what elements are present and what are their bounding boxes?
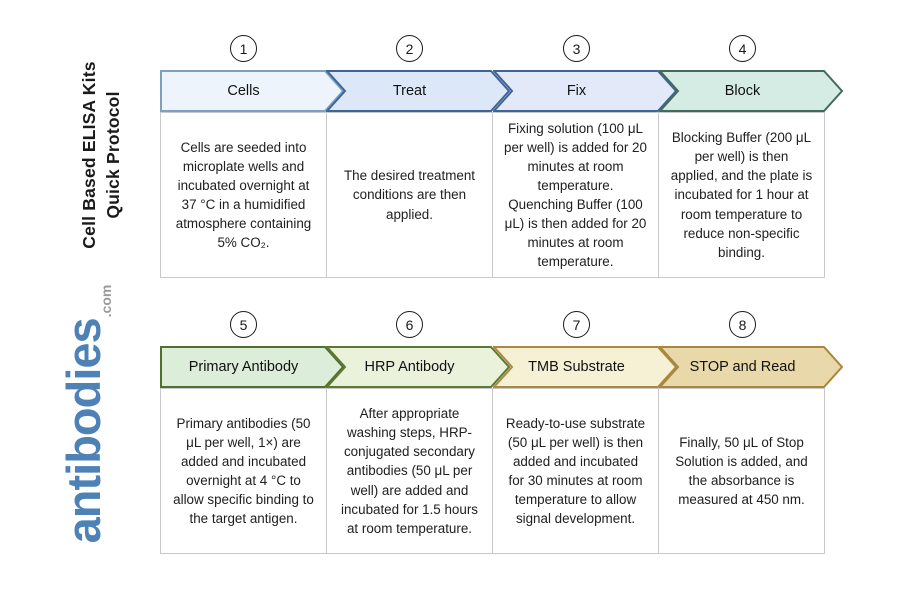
step-number: 2 [405,40,414,57]
step-description: Fixing solution (100 μL per well) is add… [492,112,659,278]
step-arrow-label: TMB Substrate [528,359,625,375]
step-number-badge: 2 [396,35,423,62]
step-number: 1 [239,40,248,57]
step-number: 6 [405,316,414,333]
row2-arrows: Primary Antibody HRP Antibody TMB Substr… [160,346,844,388]
step-number: 3 [572,40,581,57]
step-description-text: Finally, 50 μL of Stop Solution is added… [675,434,808,508]
step-arrow-stop-and-read [659,346,843,388]
step-number: 5 [239,316,248,333]
step-arrow-label: HRP Antibody [364,359,455,375]
step-number: 4 [738,40,747,57]
step-number-badge: 1 [230,35,257,62]
step-number: 7 [572,316,581,333]
step-number-badge: 3 [563,35,590,62]
step-arrow-label: STOP and Read [689,359,796,375]
row1-descriptions: Cells are seeded into microplate wells a… [160,112,844,278]
page-title-line2: Quick Protocol [103,91,123,219]
step-number-badge: 7 [563,311,590,338]
step-arrow-tmb-substrate [493,346,677,388]
step-arrow-hrp-antibody [326,346,510,388]
step-description: Blocking Buffer (200 μL per well) is the… [658,112,825,278]
step-description: Ready-to-use substrate (50 μL per well) … [492,388,659,554]
row1-arrows: Cells Treat Fix Block [160,70,844,112]
row2-descriptions: Primary antibodies (50 μL per well, 1×) … [160,388,844,554]
step-number-badge: 5 [230,311,257,338]
step-arrow-label: Fix [566,83,587,99]
step-description: Finally, 50 μL of Stop Solution is added… [658,388,825,554]
step-description-text: The desired treatment conditions are the… [344,168,475,222]
step-arrow-label: Primary Antibody [188,359,299,375]
step-number-badge: 6 [396,311,423,338]
row2-step-numbers: 5 6 7 8 [160,311,844,338]
step-description: Primary antibodies (50 μL per well, 1×) … [160,388,327,554]
step-arrow-primary-antibody [160,346,344,388]
step-arrow-block [659,70,843,112]
page-title-line1: Cell Based ELISA Kits [78,61,99,249]
step-number-badge: 8 [729,311,756,338]
step-arrow-cells [160,70,344,112]
step-number-badge: 4 [729,35,756,62]
step-number: 8 [738,316,747,333]
step-arrow-label: Cells [227,83,260,99]
step-description-text: After appropriate washing steps, HRP-con… [341,406,478,536]
step-description-text: Ready-to-use substrate (50 μL per well) … [505,415,646,527]
step-arrow-label: Treat [392,83,427,99]
step-arrow-treat [326,70,510,112]
step-description-text: Blocking Buffer (200 μL per well) is the… [670,130,813,260]
row1-step-numbers: 1 2 3 4 [160,35,844,62]
step-arrow-fix [493,70,677,112]
step-description: The desired treatment conditions are the… [326,112,493,278]
step-arrow-label: Block [724,83,761,99]
step-description-text: Primary antibodies (50 μL per well, 1×) … [173,415,314,527]
brand-logo-suffix: .com [98,284,114,318]
brand-logo-text: antibodies [57,318,110,544]
step-description: After appropriate washing steps, HRP-con… [326,388,493,554]
step-description: Cells are seeded into microplate wells a… [160,112,327,278]
page-title: Cell Based ELISA Kits Quick Protocol [70,38,132,272]
step-description-text: Fixing solution (100 μL per well) is add… [504,120,647,270]
step-description-text: Cells are seeded into microplate wells a… [175,139,312,251]
brand-logo: antibodies .com [56,268,136,560]
